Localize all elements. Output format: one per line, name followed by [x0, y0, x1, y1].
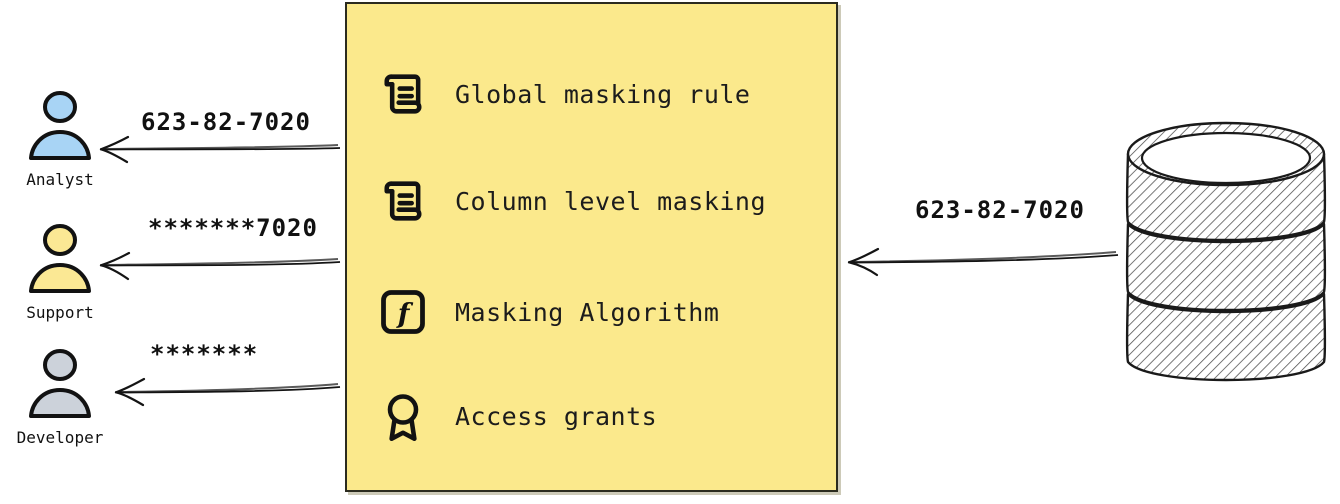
policy-item-access-grants[interactable]: Access grants	[377, 384, 657, 448]
award-icon	[387, 394, 419, 442]
policy-item-label: Access grants	[455, 401, 658, 431]
flow-value-analyst: 623-82-7020	[141, 108, 311, 136]
person-icon	[29, 91, 91, 160]
person-icon	[29, 349, 91, 418]
actor-label: Developer	[16, 428, 104, 447]
actor-support[interactable]: Support	[0, 215, 120, 322]
svg-text:f: f	[396, 298, 414, 329]
flow-value-developer: *******	[150, 340, 259, 368]
function-icon: f	[381, 290, 425, 334]
person-icon	[29, 224, 91, 293]
scroll-icon	[384, 74, 422, 114]
flow-value-support: *******7020	[148, 214, 318, 242]
policy-item-masking-algorithm[interactable]: f Masking Algorithm	[377, 280, 719, 344]
policy-item-global-masking-rule[interactable]: Global masking rule	[377, 62, 750, 126]
arrow-to-developer	[114, 377, 341, 407]
flow-value-source: 623-82-7020	[915, 196, 1085, 224]
policy-item-column-level-masking[interactable]: Column level masking	[377, 169, 766, 233]
policy-item-label: Column level masking	[455, 186, 767, 216]
actor-developer[interactable]: Developer	[0, 340, 120, 447]
policy-panel: Global masking rule Column level masking…	[345, 2, 838, 492]
database-cylinder-icon	[1125, 121, 1327, 382]
policy-item-label: Global masking rule	[455, 79, 751, 109]
arrow-to-analyst	[99, 135, 341, 164]
actor-label: Analyst	[26, 170, 94, 189]
actor-label: Support	[26, 303, 94, 322]
scroll-icon	[384, 181, 422, 221]
arrow-db-to-panel	[847, 247, 1119, 277]
policy-item-label: Masking Algorithm	[455, 297, 720, 327]
arrow-to-support	[99, 251, 341, 281]
actor-analyst[interactable]: Analyst	[0, 82, 120, 189]
